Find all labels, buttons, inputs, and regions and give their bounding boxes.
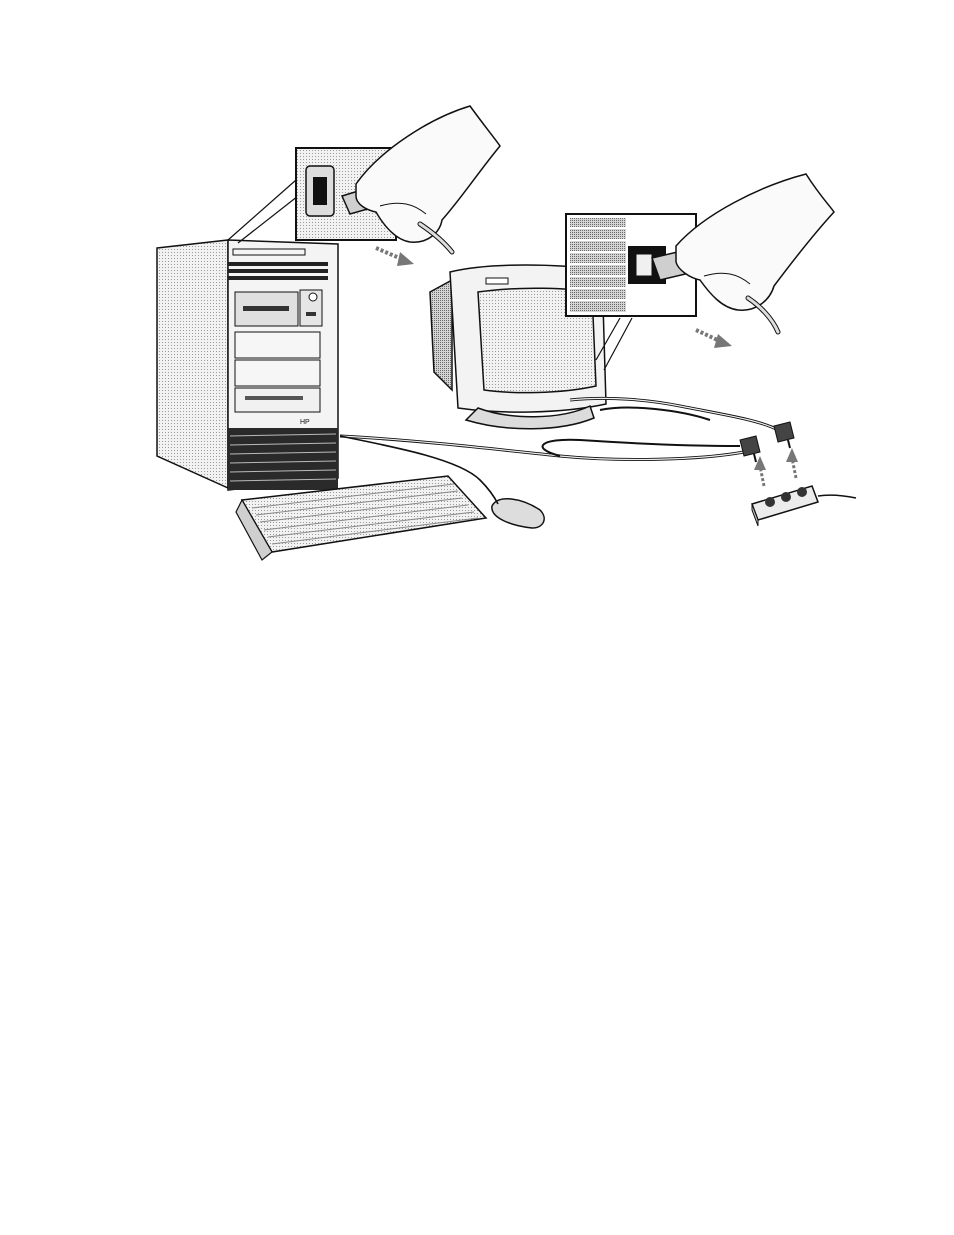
drive-bay [235,332,320,358]
monitor-vent-grille [570,218,626,312]
monitor-power-inlet-callout [566,174,834,348]
top-vent [228,262,328,280]
front-grille [228,428,338,490]
plug-icon [740,436,760,462]
tower-power-cable [340,436,744,459]
pull-arrow-icon [376,248,414,266]
front-panel-brand: HP [300,419,310,426]
drive-bay [235,360,320,386]
pull-arrow-icon [696,330,732,348]
power-strip [752,486,856,526]
plug-icon [774,422,794,448]
insert-arrow-icon [786,448,798,478]
power-button-icon [309,293,317,301]
tower-power-inlet-callout [296,106,500,266]
hand-icon [676,174,834,310]
